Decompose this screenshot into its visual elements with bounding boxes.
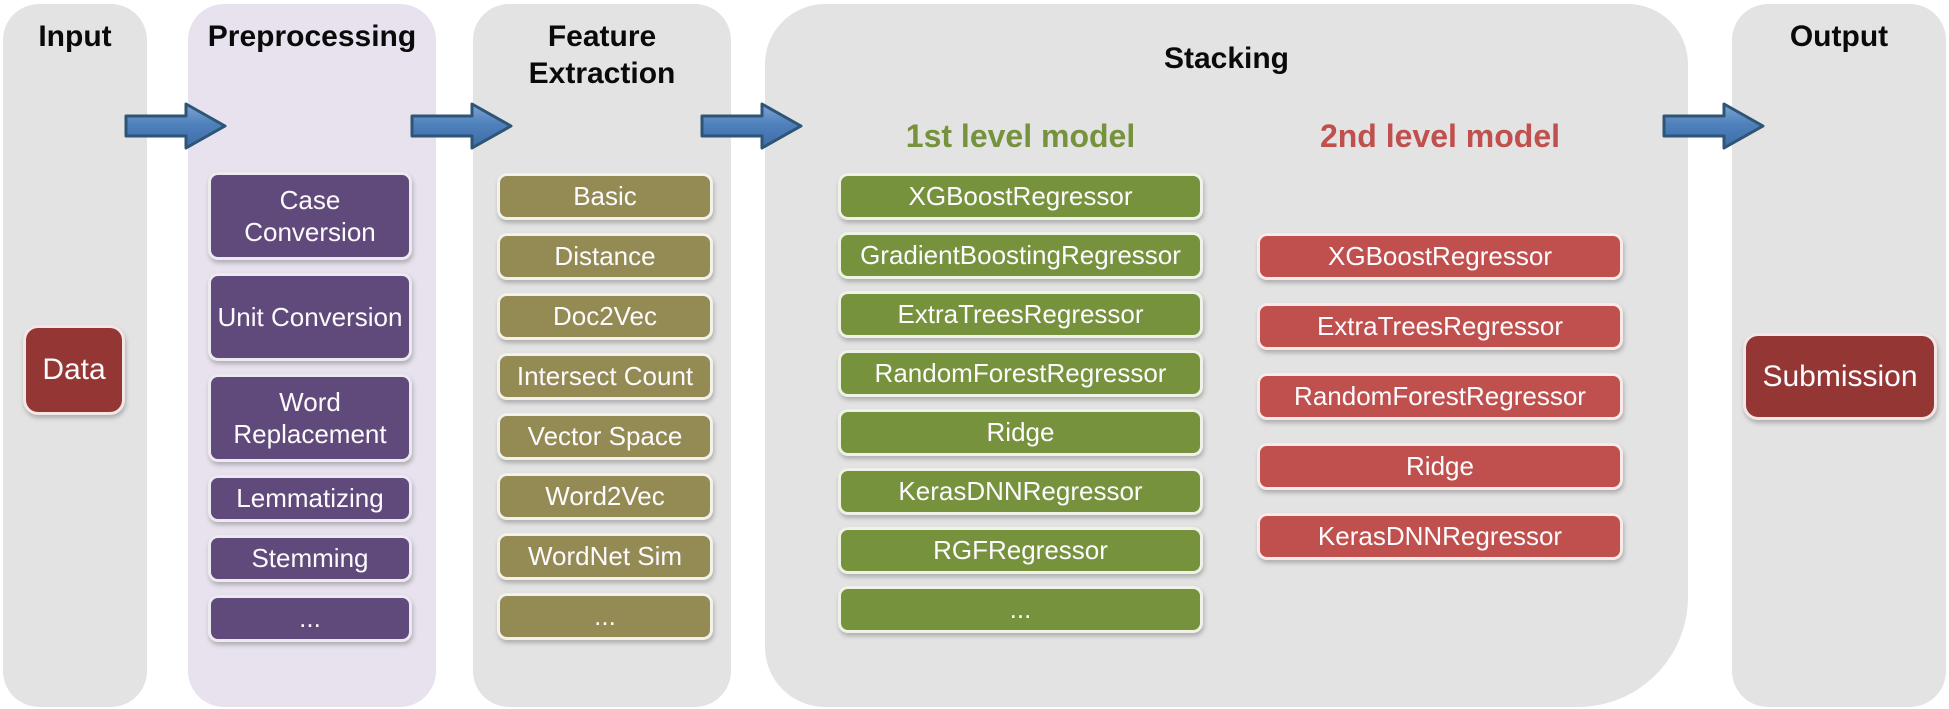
stage-title-feature-extraction: Feature Extraction (528, 20, 676, 90)
feature-step: ... (497, 593, 713, 640)
feature-step: Vector Space (497, 413, 713, 460)
flow-arrow-icon (1662, 102, 1765, 150)
second-level-model: XGBoostRegressor (1257, 233, 1623, 280)
flow-arrow-icon (124, 102, 227, 150)
second-level-title: 2nd level model (1319, 118, 1561, 154)
second-level-model: KerasDNNRegressor (1257, 513, 1623, 560)
first-level-title: 1st level model (905, 118, 1136, 154)
feature-extraction-steps: Basic Distance Doc2Vec Intersect Count V… (497, 173, 713, 640)
feature-step: Distance (497, 233, 713, 280)
second-level-model: ExtraTreesRegressor (1257, 303, 1623, 350)
preprocessing-step: Stemming (208, 535, 412, 582)
stage-title-output: Output (1789, 20, 1889, 53)
first-level-model: XGBoostRegressor (838, 173, 1203, 220)
preprocessing-step: Unit Conversion (208, 273, 412, 361)
preprocessing-steps: Case Conversion Unit Conversion Word Rep… (208, 172, 412, 642)
preprocessing-step: Lemmatizing (208, 475, 412, 522)
flow-arrow-icon (700, 102, 803, 150)
stage-title-preprocessing: Preprocessing (207, 20, 417, 53)
preprocessing-step: Case Conversion (208, 172, 412, 260)
preprocessing-step: Word Replacement (208, 374, 412, 462)
stage-title-input: Input (38, 20, 112, 53)
first-level-model: Ridge (838, 409, 1203, 456)
submission-box: Submission (1743, 333, 1937, 420)
feature-step: Word2Vec (497, 473, 713, 520)
stage-title-stacking: Stacking (1163, 42, 1290, 75)
preprocessing-step: ... (208, 595, 412, 642)
first-level-model: RGFRegressor (838, 527, 1203, 574)
second-level-model: RandomForestRegressor (1257, 373, 1623, 420)
first-level-models: XGBoostRegressor GradientBoostingRegress… (838, 173, 1203, 633)
flow-arrow-icon (410, 102, 513, 150)
first-level-model: RandomForestRegressor (838, 350, 1203, 397)
feature-step: Basic (497, 173, 713, 220)
second-level-model: Ridge (1257, 443, 1623, 490)
first-level-model: GradientBoostingRegressor (838, 232, 1203, 279)
first-level-model: ExtraTreesRegressor (838, 291, 1203, 338)
second-level-models: XGBoostRegressor ExtraTreesRegressor Ran… (1257, 233, 1623, 560)
feature-step: WordNet Sim (497, 533, 713, 580)
first-level-model: KerasDNNRegressor (838, 468, 1203, 515)
feature-step: Intersect Count (497, 353, 713, 400)
feature-step: Doc2Vec (497, 293, 713, 340)
data-box: Data (23, 325, 125, 415)
first-level-model: ... (838, 586, 1203, 633)
